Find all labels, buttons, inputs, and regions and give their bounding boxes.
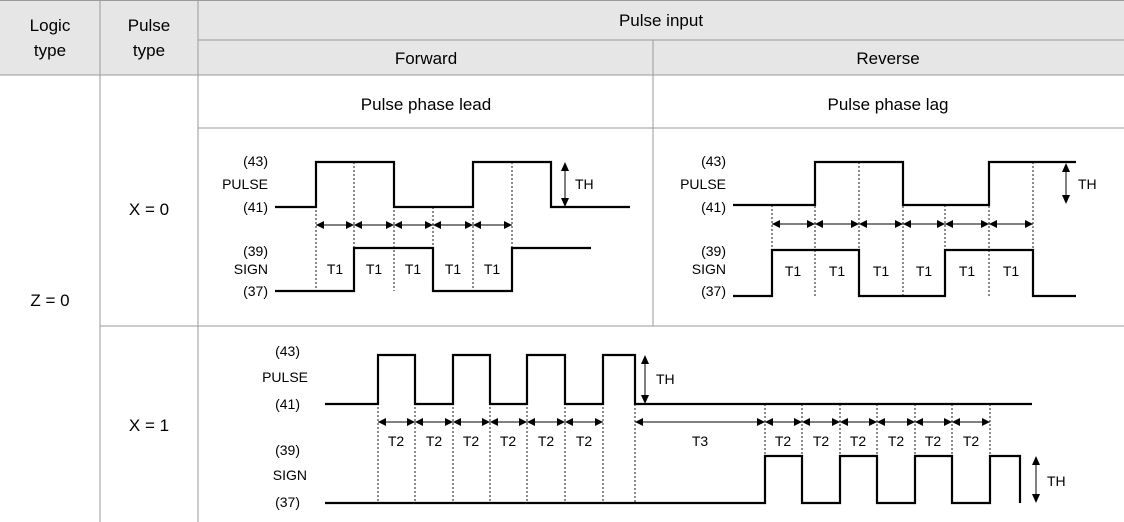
x1-timing-diagram: (43) PULSE (41) (39) SIGN (37) xyxy=(262,343,1066,510)
forward-pin-41: (41) xyxy=(243,199,268,215)
forward-sign-label: SIGN xyxy=(234,261,268,277)
reverse-t1-label: T1 xyxy=(873,263,890,279)
x1-pin-43: (43) xyxy=(275,343,300,359)
reverse-th-label: TH xyxy=(1078,176,1097,192)
x1-pin-39: (39) xyxy=(275,442,300,458)
reverse-t1-label: T1 xyxy=(916,263,933,279)
reverse-t1-label: T1 xyxy=(959,263,976,279)
reverse-t1-label: T1 xyxy=(1003,263,1020,279)
x1-pulse-th-arrow xyxy=(641,355,649,404)
forward-t1-label: T1 xyxy=(445,261,462,277)
reverse-t1-label: T1 xyxy=(829,263,846,279)
x1-pin-37: (37) xyxy=(275,494,300,510)
forward-guide-lines xyxy=(315,162,513,291)
reverse-pin-39: (39) xyxy=(701,243,726,259)
x1-t2-label: T2 xyxy=(850,433,867,449)
x1-t2-arrows-right xyxy=(765,418,990,426)
header-reverse: Reverse xyxy=(856,49,919,68)
caption-phase-lag: Pulse phase lag xyxy=(828,95,949,114)
header-logic-type-line2: type xyxy=(34,41,66,60)
forward-pulse-waveform xyxy=(275,160,630,209)
reverse-th-arrow xyxy=(1062,163,1070,204)
forward-th-label: TH xyxy=(575,176,594,192)
reverse-pin-41: (41) xyxy=(701,199,726,215)
forward-t1-label: T1 xyxy=(484,261,501,277)
x1-sign-waveform xyxy=(325,454,1022,505)
forward-t1-label: T1 xyxy=(327,261,344,277)
forward-pin-43: (43) xyxy=(243,153,268,169)
x1-t2-label: T2 xyxy=(925,433,942,449)
forward-pin-39: (39) xyxy=(243,243,268,259)
reverse-t1-arrows xyxy=(772,220,1033,228)
caption-phase-lead: Pulse phase lead xyxy=(361,95,491,114)
header-logic-type-line1: Logic xyxy=(30,16,71,35)
x1-sign-th-arrow xyxy=(1032,456,1040,503)
x1-t2-label: T2 xyxy=(426,433,443,449)
reverse-timing-diagram: (43) PULSE (41) (39) SIGN (37) xyxy=(680,153,1097,299)
reverse-pin-37: (37) xyxy=(701,283,726,299)
forward-t1-label: T1 xyxy=(366,261,383,277)
header-pulse-input: Pulse input xyxy=(619,11,703,30)
x1-t2-label: T2 xyxy=(775,433,792,449)
x1-t2-label: T2 xyxy=(576,433,593,449)
header-pulse-type-line2: type xyxy=(133,41,165,60)
forward-th-arrow xyxy=(561,162,569,207)
reverse-t1-label: T1 xyxy=(785,263,802,279)
x1-t2-label: T2 xyxy=(500,433,517,449)
forward-pulse-label: PULSE xyxy=(222,176,268,192)
pulse-type-x1: X = 1 xyxy=(129,416,169,435)
forward-t1-arrows xyxy=(316,221,512,229)
x1-pulse-waveform xyxy=(325,353,1032,406)
x1-t3-label: T3 xyxy=(692,433,709,449)
header-pulse-type-line1: Pulse xyxy=(128,16,171,35)
x1-guide-lines xyxy=(377,355,991,503)
forward-pin-37: (37) xyxy=(243,283,268,299)
x1-pulse-label: PULSE xyxy=(262,369,308,385)
x1-pin-41: (41) xyxy=(275,396,300,412)
reverse-sign-label: SIGN xyxy=(692,261,726,277)
forward-t1-label: T1 xyxy=(405,261,422,277)
x1-sign-label: SIGN xyxy=(273,467,307,483)
logic-type-value: Z = 0 xyxy=(30,291,69,310)
reverse-guide-lines xyxy=(771,162,1034,296)
x1-t2-label: T2 xyxy=(538,433,555,449)
x1-t2-label: T2 xyxy=(963,433,980,449)
x1-t2-label: T2 xyxy=(388,433,405,449)
reverse-pin-43: (43) xyxy=(701,153,726,169)
x1-t2-arrows-left xyxy=(378,418,603,426)
reverse-pulse-waveform xyxy=(733,160,1076,207)
forward-timing-diagram: (43) PULSE (41) (39) SIGN (37) xyxy=(222,153,630,299)
header-forward: Forward xyxy=(395,49,457,68)
reverse-pulse-label: PULSE xyxy=(680,176,726,192)
x1-sign-th-label: TH xyxy=(1047,473,1066,489)
x1-pulse-th-label: TH xyxy=(656,371,675,387)
x1-t2-label: T2 xyxy=(888,433,905,449)
x1-t3-arrow xyxy=(635,418,765,426)
x1-t2-label: T2 xyxy=(463,433,480,449)
x1-t2-label: T2 xyxy=(813,433,830,449)
pulse-type-x0: X = 0 xyxy=(129,200,169,219)
table-header-bg xyxy=(0,0,1124,75)
